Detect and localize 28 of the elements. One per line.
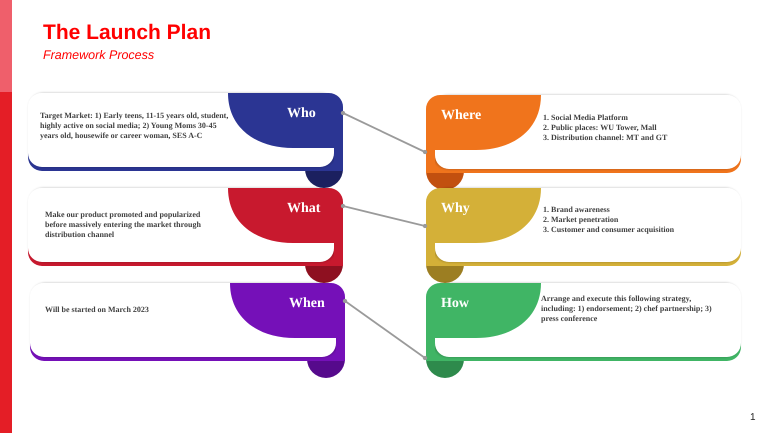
card-heading: Who [287,106,316,122]
list-item: 2. Market penetration [543,215,620,225]
page-number: 1 [750,412,756,423]
card-heading: Where [441,108,482,124]
card-heading: When [289,296,325,312]
ribbon-card [425,283,741,379]
list-item: 3. Customer and consumer acquisition [543,225,676,235]
card-heading: Why [441,201,470,216]
slide-subtitle: Framework Process [43,49,154,63]
list-item: 2. Public places: WU Tower, Mall [543,123,658,133]
list-item: 3. Distribution channel: MT and GT [543,133,668,143]
ribbon-card [425,188,741,284]
connector-line [340,110,428,154]
card-heading: How [441,296,469,312]
connector-line [342,298,428,360]
card-text: Will be started on March 2023 [45,305,150,315]
ribbon-card [30,283,346,379]
ribbon-card [425,95,741,191]
slide-title: The Launch Plan [43,21,212,44]
card-text: Make our product promoted and popularized before massively entering the market through distribution channel [45,210,202,240]
ribbon-card [28,93,344,189]
card-heading: What [287,201,320,216]
card-text: Arrange and execute this following strategy, including: 1) endorsement; 2) chef partnership; 3) press conference [541,294,713,324]
ribbon-card [28,188,344,284]
connector-line [340,204,428,228]
list-item: 1. Social Media Platform [543,113,629,123]
list-item: 1. Brand awareness [543,205,611,215]
card-text: Target Market: 1) Early teens, 11-15 years old, student, highly active on social media; 2) Young Moms 30-45 years old, housewife or career woman, SES A-C [40,111,230,141]
